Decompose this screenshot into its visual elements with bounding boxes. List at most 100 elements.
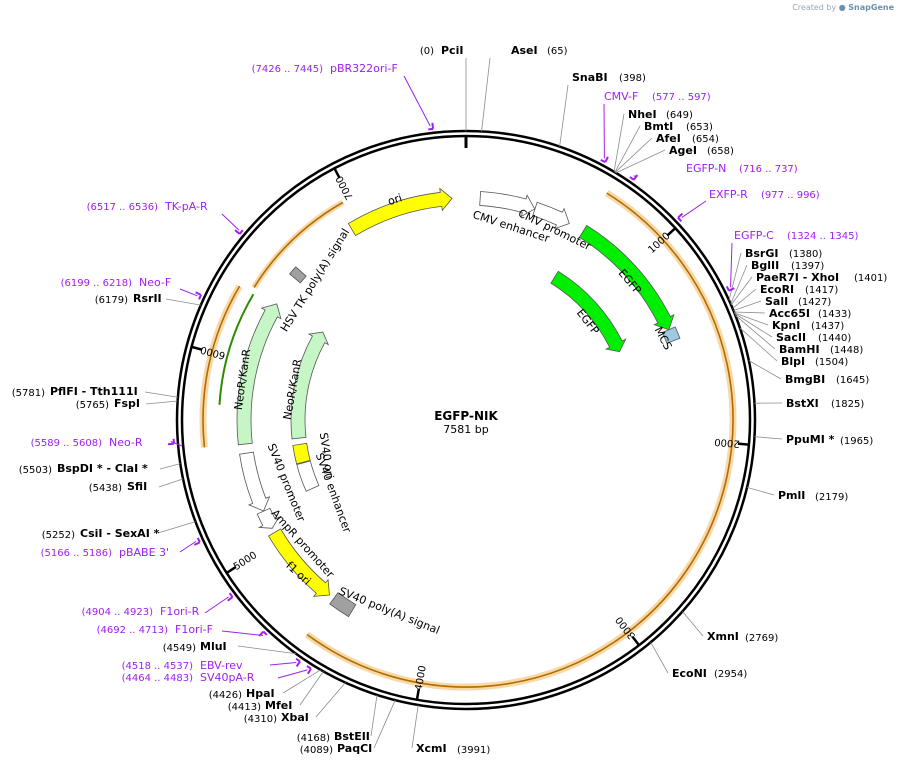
scale-tick xyxy=(332,166,341,179)
site-name: FspI xyxy=(114,397,140,410)
primer-arrow xyxy=(198,294,202,300)
feature-neo-kanr-inner xyxy=(290,331,330,440)
site-leader-line xyxy=(481,57,491,132)
site-name: SalI xyxy=(765,295,788,308)
primer-arrow-head xyxy=(295,660,301,667)
primer-leader-line xyxy=(277,669,308,679)
site-leader-line xyxy=(315,682,346,718)
site-leader-line xyxy=(157,521,196,534)
site-name: SacII xyxy=(776,331,806,344)
primer-arrow xyxy=(228,592,234,598)
primer-name: TK-pA-R xyxy=(164,200,208,213)
primer-range: (4904 .. 4923) xyxy=(82,607,154,618)
site-pos: (2769) xyxy=(745,633,778,644)
primer-leader-line xyxy=(269,662,297,666)
primer-arrow-head xyxy=(227,596,234,602)
site-leader-line xyxy=(734,311,766,314)
plasmid-length: 7581 bp xyxy=(443,423,488,436)
site-pos: (2179) xyxy=(815,492,848,503)
primer-leader-line xyxy=(730,242,733,288)
primer-arrow xyxy=(629,176,635,181)
primer-leader-line xyxy=(221,630,264,636)
site-pos: (1380) xyxy=(789,249,822,260)
primer-arrow-head xyxy=(604,156,609,163)
feature-f1-ori xyxy=(267,528,330,597)
site-name: AgeI xyxy=(669,144,697,157)
site-pos: (1417) xyxy=(805,285,838,296)
site-leader-line xyxy=(613,113,625,172)
site-pos: (1397) xyxy=(791,261,824,272)
site-name: AseI xyxy=(511,44,538,57)
site-pos: (1825) xyxy=(831,399,864,410)
site-name: BsrGI xyxy=(745,247,778,260)
site-leader-line xyxy=(739,327,778,362)
site-pos: (398) xyxy=(619,73,646,84)
scale-tick xyxy=(415,688,421,701)
orf-band-top-left-line xyxy=(253,201,344,288)
site-leader-line xyxy=(614,137,653,173)
primer-arrow-head xyxy=(728,287,735,292)
site-leader-line xyxy=(144,391,178,398)
site-name: PaeR7I - XhoI xyxy=(756,271,839,284)
features xyxy=(236,187,681,618)
site-name: BspDI * - ClaI * xyxy=(57,462,148,475)
site-leader-line xyxy=(733,300,762,312)
site-name: BmgBI xyxy=(785,373,825,386)
orf-band-main-line xyxy=(306,192,734,688)
site-pos: (1433) xyxy=(818,309,851,320)
site-name: Acc65I xyxy=(769,307,810,320)
site-name: BamHI xyxy=(779,343,820,356)
site-pos: (0) xyxy=(420,46,434,57)
snapgene-credit: Created by ● SnapGene xyxy=(792,3,894,12)
site-name: HpaI xyxy=(246,687,275,700)
site-pos: (654) xyxy=(692,134,719,145)
site-pos: (1440) xyxy=(818,333,851,344)
primer-name: SV40pA-R xyxy=(200,671,255,684)
site-name: NheI xyxy=(628,108,657,121)
scale-tick xyxy=(666,226,677,237)
site-name: KpnI xyxy=(772,319,800,332)
site-name: EcoNI xyxy=(672,667,707,680)
site-name: PaqCI xyxy=(337,742,372,755)
site-pos: (4089) xyxy=(300,745,333,756)
primer-name: EXFP-R xyxy=(709,188,748,201)
site-leader-line xyxy=(411,704,419,749)
primer-labels: (7426 .. 7445) pBR322ori-F CMV-F (577 ..… xyxy=(31,62,859,684)
primer-range: (7426 .. 7445) xyxy=(252,64,324,75)
scale-tick xyxy=(190,345,203,351)
feature-ori xyxy=(347,187,453,237)
primer-arrow-head xyxy=(193,541,201,546)
site-pos: (4168) xyxy=(297,733,330,744)
primer-name: Neo-F xyxy=(139,276,171,289)
feature-sv40-enhancer xyxy=(296,460,320,492)
site-name: CsiI - SexAI * xyxy=(80,527,160,540)
primer-leader-line xyxy=(681,200,707,218)
site-pos: (2954) xyxy=(714,669,747,680)
feature-mcs xyxy=(661,326,681,344)
primer-range: (5166 .. 5186) xyxy=(41,548,113,559)
site-labels: (0) PciI AseI (65) SnaBI (398) NheI (649… xyxy=(12,44,888,756)
site-pos: (3991) xyxy=(457,745,490,756)
orf-band-left-line xyxy=(202,285,241,448)
primer-arrow xyxy=(677,217,683,222)
primer-name: EBV-rev xyxy=(200,659,243,672)
site-pos: (4310) xyxy=(244,714,277,725)
feature-cmv-promoter xyxy=(532,201,570,230)
primer-leader-line xyxy=(170,441,183,447)
site-name: BstXI xyxy=(786,397,819,410)
site-pos: (5438) xyxy=(89,483,122,494)
site-name: AfeI xyxy=(656,132,681,145)
feature-sv40-ori xyxy=(292,442,311,465)
site-name: BmtI xyxy=(644,120,673,133)
feature-sv40-poly-a xyxy=(329,592,357,618)
site-leader-line xyxy=(299,671,324,706)
site-leader-line xyxy=(735,315,776,350)
scale-tick-label: 5000 xyxy=(232,550,259,573)
primer-arrow-head xyxy=(431,122,435,129)
primer-range: (6517 .. 6536) xyxy=(87,202,159,213)
site-leader-line xyxy=(730,276,753,306)
site-leader-line xyxy=(728,252,742,301)
site-pos: (649) xyxy=(666,110,693,121)
site-pos: (1504) xyxy=(815,357,848,368)
feature-label-sv40-poly-a: SV40 poly(A) signal xyxy=(337,585,441,637)
